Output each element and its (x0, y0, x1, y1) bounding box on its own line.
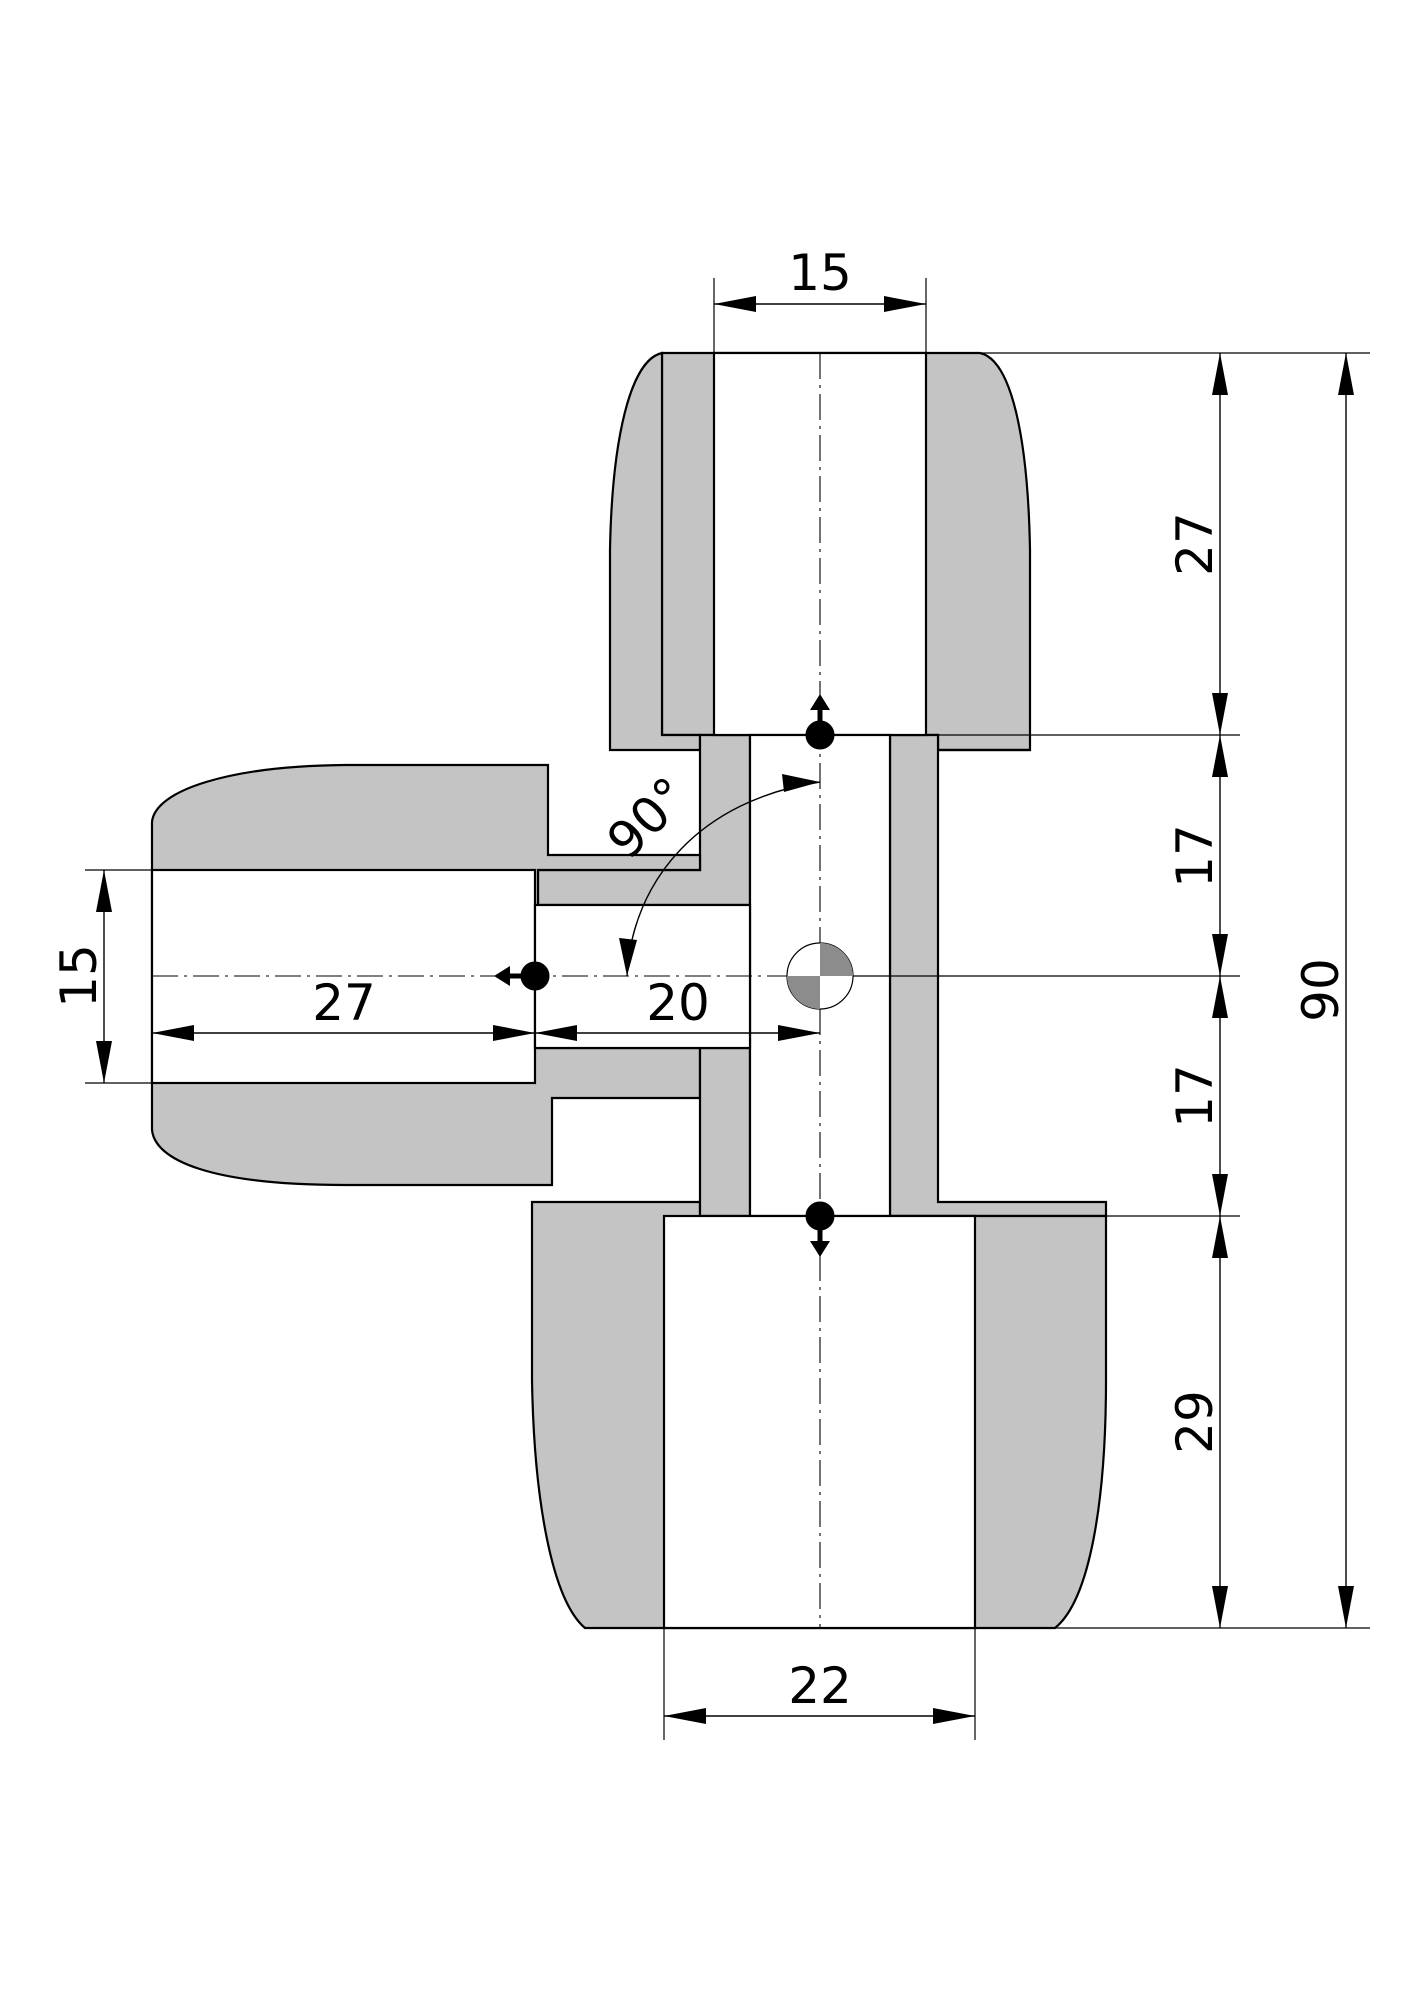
dim-upper-center-offset: 17 (1166, 824, 1224, 888)
centroid-dark-quadrant-1 (820, 943, 853, 976)
port-markers (494, 694, 835, 1257)
bottom-port-marker (805, 1201, 835, 1257)
bottom-neck (698, 1046, 752, 1218)
centroid-symbol (786, 942, 854, 1010)
dim-overall-height: 90 (1292, 958, 1350, 1022)
dim-bottom-bore-width: 22 (788, 1657, 852, 1715)
dimension-lines (96, 296, 1354, 1724)
top-cap-left (608, 351, 702, 752)
extension-lines (85, 278, 1370, 1740)
dim-top-bore-width: 15 (788, 244, 852, 302)
centroid-dark-quadrant-2 (787, 976, 820, 1009)
dim-left-bore-width: 15 (50, 944, 108, 1008)
dim-lower-center-offset: 17 (1166, 1064, 1224, 1128)
dim-top-socket-depth: 27 (1166, 512, 1224, 576)
top-port-marker (805, 694, 835, 750)
dim-side-center-offset: 20 (646, 974, 710, 1032)
dim-bottom-socket-depth: 29 (1166, 1390, 1224, 1454)
dim-left-socket-depth: 27 (312, 974, 376, 1032)
